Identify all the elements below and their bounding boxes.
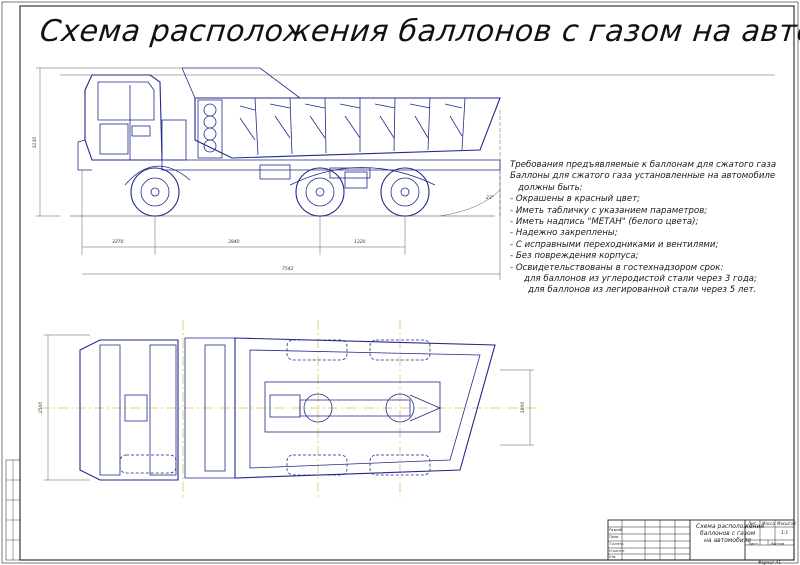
dim-angle: 23° (486, 196, 494, 201)
dim-overall-length: 7542 (282, 267, 294, 272)
requirement-line: Требования предъявляемые к баллонам для … (510, 160, 777, 170)
tb-row-developer: Разраб. (609, 528, 624, 532)
requirements-list: Требования предъявляемые к баллонам для … (510, 160, 785, 297)
requirement-line: - Освидетельствованы в гостехнадзором ср… (510, 262, 724, 273)
dim-axle-2: 3840 (228, 240, 240, 245)
tb-row-checker: Пров. (609, 535, 620, 539)
tb-sheets-label: Листов (770, 541, 785, 546)
tb-row-tech-control: Т.контр. (609, 542, 625, 546)
tb-format: Формат A1 (758, 560, 781, 565)
tb-scale-value: 1:1 (781, 531, 789, 536)
requirement-line: - Без повреждения корпуса; (510, 251, 639, 262)
dim-track-width: 2500 (39, 401, 45, 414)
tb-drawing-name-3: на автомобиле (704, 537, 752, 544)
gas-cylinders-side (197, 99, 223, 159)
dim-axle-3: 1320 (354, 240, 366, 245)
truck-top-view (40, 320, 540, 500)
requirement-line: - Иметь надпись "МЕТАН" (белого цвета); (510, 217, 699, 228)
top-dimensions (44, 334, 534, 481)
tb-sheet-label: Лист (748, 541, 758, 546)
tb-row-approved: Утв. (609, 555, 617, 559)
tb-row-norm-control: Н.контр. (609, 549, 626, 553)
requirement-line: - Иметь табличку с указанием параметров; (510, 205, 708, 216)
dim-rear-width: 1800 (521, 401, 527, 414)
dim-overall-height: 3130 (33, 136, 39, 149)
requirement-line: Баллоны для сжатого газа установленные н… (510, 171, 776, 182)
requirement-line: должны быть: (518, 182, 583, 193)
tb-drawing-name-1: Схема расположения (696, 523, 764, 530)
tb-header-lit: Лит. (748, 521, 758, 526)
body-ribs (239, 97, 466, 156)
requirement-line: - Окрашены в красный цвет; (510, 194, 641, 205)
side-dimensions (36, 67, 775, 280)
requirement-line: - Надежно закреплены; (510, 228, 618, 239)
truck-side-view (70, 67, 501, 217)
dim-axle-1: 3270 (112, 240, 124, 245)
title-block (607, 519, 795, 561)
tb-drawing-name-2: баллонов с газом (700, 530, 756, 537)
drawing-title: Схема расположения баллонов с газом на а… (38, 14, 800, 49)
requirement-line: для баллонов из углеродистой стали через… (524, 274, 757, 285)
requirement-line: - С исправными переходниками и вентилями… (510, 239, 719, 250)
requirement-line: для баллонов из легированной стали через… (528, 285, 757, 296)
gas-cylinders-top (119, 339, 431, 476)
tb-header-mass: Масса (762, 521, 775, 526)
wheels-side (124, 165, 436, 217)
tb-header-scale: Масштаб (777, 521, 797, 526)
